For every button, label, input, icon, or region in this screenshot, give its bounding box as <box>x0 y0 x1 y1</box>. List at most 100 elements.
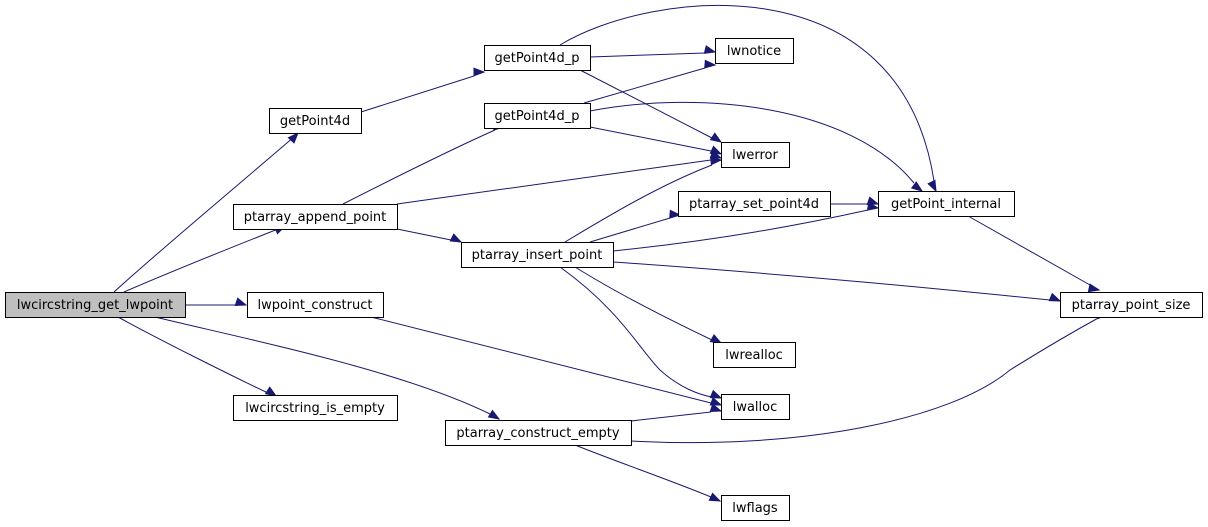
edge-line <box>154 316 491 415</box>
node-label[interactable]: lwalloc <box>733 400 778 415</box>
node-lwalloc[interactable]: lwalloc <box>721 394 790 420</box>
edge-line <box>589 126 712 152</box>
node-getPoint4d-p-a[interactable]: getPoint4d_p <box>484 45 591 71</box>
edge-line <box>574 266 713 341</box>
node-box[interactable] <box>445 420 632 446</box>
arrowhead-icon <box>703 45 717 54</box>
node-box[interactable] <box>1060 292 1203 318</box>
edge-line <box>396 159 712 205</box>
node-label[interactable]: ptarray_append_point <box>244 210 387 225</box>
edge-ptarray_insert_point-to-lwrealloc <box>574 266 723 344</box>
node-box[interactable] <box>233 204 398 230</box>
node-label[interactable]: lwcircstring_get_lwpoint <box>17 298 173 313</box>
arrowhead-icon <box>709 334 723 344</box>
arrowhead-icon <box>1048 292 1062 302</box>
arrowhead-icon <box>708 492 722 502</box>
edge-ptarray_construct_empty-to-lwalloc <box>630 403 723 422</box>
edge-line <box>589 101 915 184</box>
node-box[interactable] <box>247 292 384 318</box>
edge-lwpoint_construct-to-lwalloc <box>370 316 723 406</box>
edge-ptarray_construct_empty-to-lwflags <box>574 444 722 502</box>
arrowhead-icon <box>709 389 723 399</box>
arrowhead-icon <box>449 233 463 243</box>
node-box[interactable] <box>721 394 790 420</box>
node-box[interactable] <box>721 495 790 521</box>
node-box[interactable] <box>233 395 398 421</box>
edge-lwcircstring_get_lwpoint-to-ptarray_append_point <box>123 225 287 293</box>
node-ptarray-append-point[interactable]: ptarray_append_point <box>233 204 398 230</box>
arrowhead-icon <box>669 209 682 219</box>
node-lwcircstring-is-empty[interactable]: lwcircstring_is_empty <box>233 395 398 421</box>
edge-line <box>589 217 671 243</box>
node-lwrealloc[interactable]: lwrealloc <box>713 342 796 368</box>
node-label[interactable]: ptarray_point_size <box>1072 298 1191 313</box>
node-label[interactable]: ptarray_insert_point <box>472 248 603 263</box>
edge-getPoint4d-to-getPoint4d_p_a <box>360 67 486 113</box>
edge-ptarray_insert_point-to-ptarray_point_size <box>612 261 1062 302</box>
edge-getPoint4d_p_b-to-lwnotice <box>583 59 717 104</box>
edge-line <box>574 444 712 498</box>
node-lwpoint-construct[interactable]: lwpoint_construct <box>247 292 384 318</box>
edge-line <box>559 266 713 398</box>
node-box[interactable] <box>713 342 796 368</box>
node-getPoint-internal[interactable]: getPoint_internal <box>878 191 1015 217</box>
node-label[interactable]: ptarray_construct_empty <box>456 426 619 441</box>
arrowhead-icon <box>264 386 278 397</box>
node-getPoint4d-p-b[interactable]: getPoint4d_p <box>484 103 591 129</box>
arrowhead-icon <box>910 181 924 192</box>
node-box[interactable] <box>484 45 591 71</box>
node-label[interactable]: getPoint4d_p <box>495 109 580 124</box>
node-label[interactable]: ptarray_set_point4d <box>689 197 819 212</box>
node-label[interactable]: getPoint_internal <box>891 197 1001 212</box>
node-lwcircstring-get-lwpoint[interactable]: lwcircstring_get_lwpoint <box>5 292 186 318</box>
node-label[interactable]: lwflags <box>732 501 778 516</box>
edge-ptarray_set_point4d-to-getPoint_internal <box>830 196 880 205</box>
arrowhead-icon <box>710 156 723 166</box>
node-ptarray-point-size[interactable]: ptarray_point_size <box>1060 292 1203 318</box>
node-getPoint4d[interactable]: getPoint4d <box>269 108 362 134</box>
edge-getPoint4d_p_b-to-lwerror <box>589 126 723 155</box>
edge-lwcircstring_get_lwpoint-to-ptarray_construct_empty <box>154 316 501 420</box>
node-box[interactable] <box>484 103 591 129</box>
edge-ptarray_insert_point-to-lwalloc <box>559 266 723 399</box>
edge-ptarray_insert_point-to-ptarray_set_point4d <box>589 209 682 243</box>
edge-line <box>630 411 712 422</box>
edge-line <box>342 129 496 205</box>
node-ptarray-set-point4d[interactable]: ptarray_set_point4d <box>678 191 831 217</box>
node-ptarray-insert-point[interactable]: ptarray_insert_point <box>461 242 614 268</box>
node-label[interactable]: lwcircstring_is_empty <box>245 401 385 416</box>
arrowhead-icon <box>1087 283 1101 293</box>
edge-line <box>117 316 269 394</box>
node-box[interactable] <box>878 191 1015 217</box>
node-box[interactable] <box>269 108 362 134</box>
edge-getPoint4d_p_a-to-lwnotice <box>589 45 717 58</box>
node-label[interactable]: lwnotice <box>727 44 781 59</box>
edge-ptarray_construct_empty-to-ptarray_point_size <box>630 310 1110 444</box>
arrowhead-icon <box>704 59 717 69</box>
edge-lwcircstring_get_lwpoint-to-getPoint4d <box>113 131 299 293</box>
edge-line <box>559 4 935 182</box>
arrowhead-icon <box>287 131 299 144</box>
node-box[interactable] <box>678 191 831 217</box>
node-label[interactable]: lwerror <box>732 148 778 163</box>
edge-ptarray_append_point-to-ptarray_insert_point <box>396 228 463 243</box>
node-lwerror[interactable]: lwerror <box>721 142 790 168</box>
node-box[interactable] <box>5 292 186 318</box>
edge-getPoint_internal-to-ptarray_point_size <box>967 215 1101 293</box>
edge-line <box>967 215 1091 286</box>
node-box[interactable] <box>721 142 790 168</box>
edge-line <box>564 164 713 243</box>
node-label[interactable]: lwrealloc <box>725 348 783 363</box>
node-label[interactable]: getPoint4d_p <box>495 51 580 66</box>
edge-ptarray_insert_point-to-lwerror <box>564 156 723 243</box>
edge-getPoint4d_p_b-to-getPoint_internal <box>589 101 924 192</box>
node-box[interactable] <box>461 242 614 268</box>
node-lwflags[interactable]: lwflags <box>721 495 790 521</box>
node-box[interactable] <box>715 38 794 64</box>
node-label[interactable]: getPoint4d <box>280 114 350 129</box>
edge-getPoint4d_p_a-to-lwerror <box>579 69 723 143</box>
arrowhead-icon <box>709 132 723 143</box>
node-lwnotice[interactable]: lwnotice <box>715 38 794 64</box>
node-label[interactable]: lwpoint_construct <box>258 298 373 313</box>
node-ptarray-construct-empty[interactable]: ptarray_construct_empty <box>445 420 632 446</box>
